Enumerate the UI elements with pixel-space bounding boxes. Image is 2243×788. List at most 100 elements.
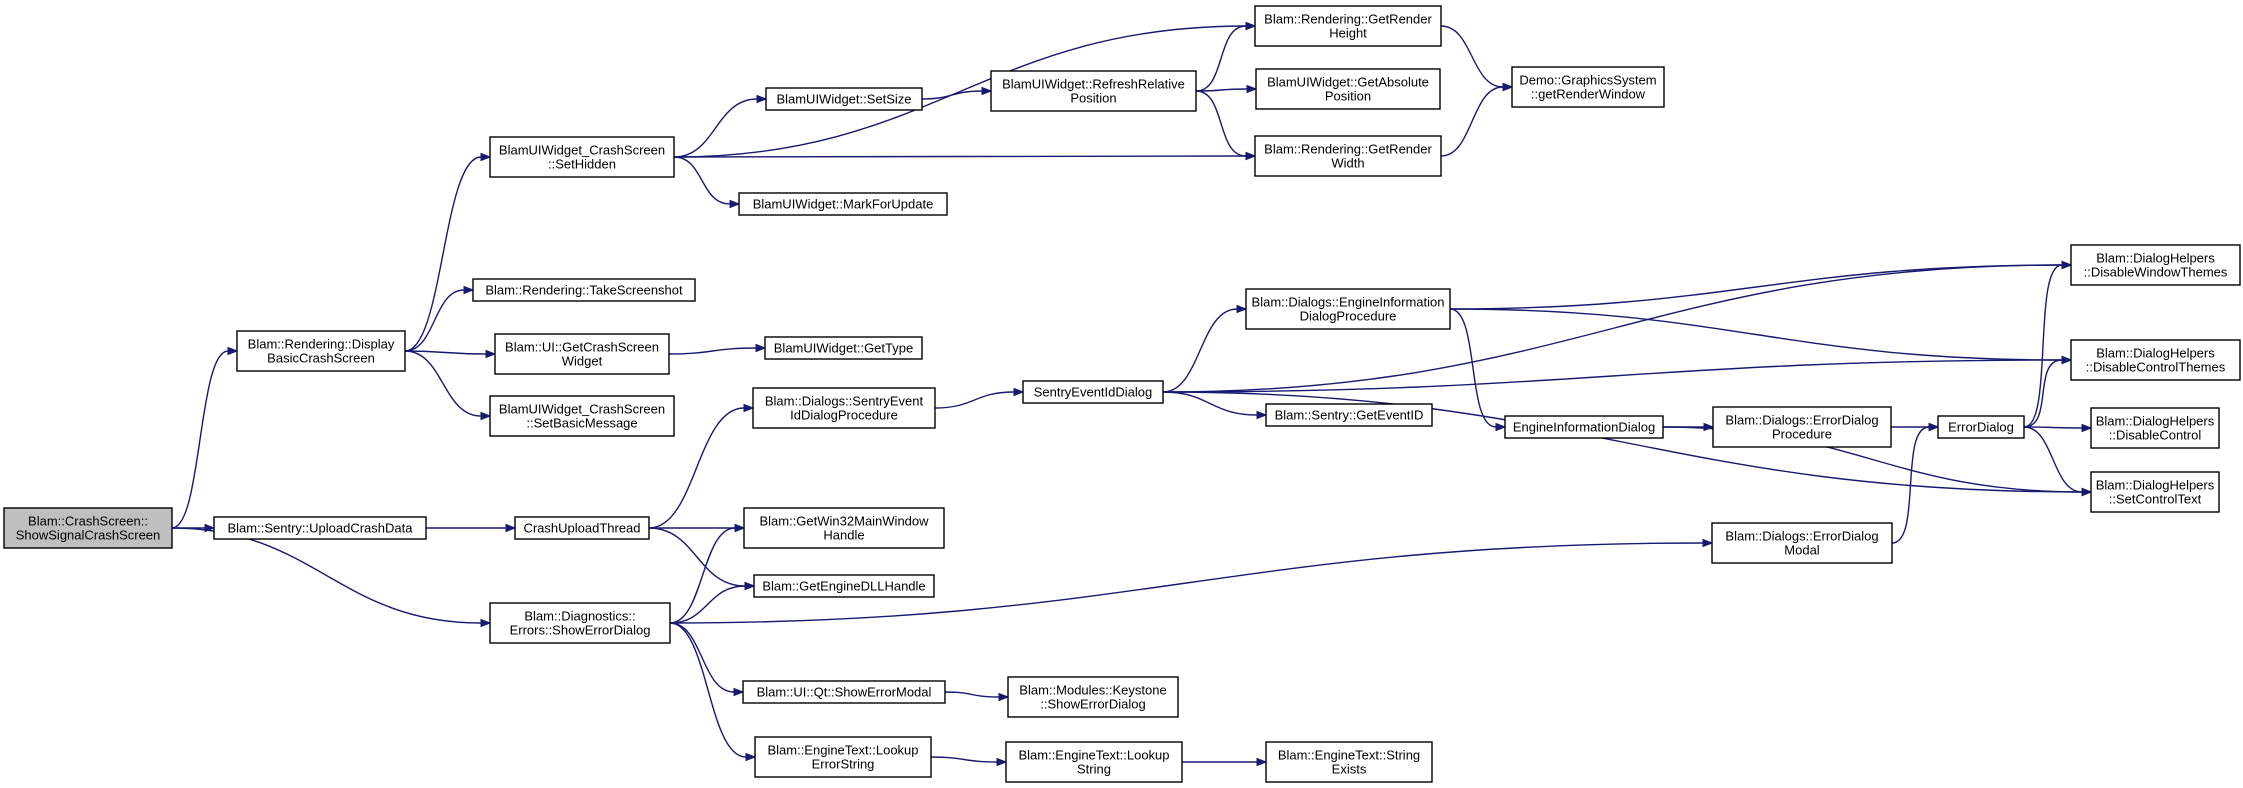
node-label-line: ::SetHidden — [548, 157, 616, 172]
node-sentry-get-event-id[interactable]: Blam::Sentry::GetEventID — [1265, 403, 1433, 427]
node-crash-screen-set-basic-message[interactable]: BlamUIWidget_CrashScreen::SetBasicMessag… — [489, 395, 675, 437]
edge-widget-refresh-relative-position-to-rendering-get-render-width — [1195, 90, 1257, 161]
node-label-line: Blam::DialogHelpers — [2096, 414, 2215, 429]
node-box — [1022, 380, 1164, 404]
node-widget-mark-for-update[interactable]: BlamUIWidget::MarkForUpdate — [738, 192, 948, 216]
node-label-line: ShowSignalCrashScreen — [16, 528, 161, 543]
node-widget-set-size[interactable]: BlamUIWidget::SetSize — [765, 87, 923, 111]
node-label-line: ErrorDialog — [1948, 420, 2014, 435]
node-label-line: ::SetControlText — [2109, 492, 2202, 507]
node-crash-screen-show-signal[interactable]: Blam::CrashScreen::ShowSignalCrashScreen — [3, 507, 173, 549]
edge-sentry-event-id-dialog-to-sentry-get-event-id — [1162, 391, 1268, 420]
edge-crash-upload-thread-to-get-engine-dll-handle — [648, 527, 756, 591]
node-label-line: Blam::Rendering::GetRender — [1264, 12, 1432, 27]
edge-widget-refresh-relative-position-to-rendering-get-render-height — [1195, 21, 1257, 92]
node-set-control-text[interactable]: Blam::DialogHelpers::SetControlText — [2090, 471, 2220, 513]
node-box — [2070, 339, 2241, 381]
node-engine-information-dialog[interactable]: EngineInformationDialog — [1504, 415, 1664, 439]
node-box — [1007, 676, 1179, 718]
node-label-line: Blam::DialogHelpers — [2096, 478, 2215, 493]
node-label-line: Modal — [1784, 543, 1820, 558]
node-box — [990, 70, 1197, 112]
node-get-engine-dll-handle[interactable]: Blam::GetEngineDLLHandle — [753, 574, 935, 598]
node-show-error-dialog[interactable]: Blam::Diagnostics::Errors::ShowErrorDial… — [489, 602, 671, 644]
node-take-screenshot[interactable]: Blam::Rendering::TakeScreenshot — [472, 278, 696, 302]
node-qt-show-error-modal[interactable]: Blam::UI::Qt::ShowErrorModal — [742, 680, 946, 704]
node-label-line: Blam::EngineText::Lookup — [767, 743, 918, 758]
node-box — [489, 602, 671, 644]
node-label-line: Handle — [823, 528, 864, 543]
node-box — [213, 516, 427, 540]
node-label-line: BlamUIWidget_CrashScreen — [499, 143, 665, 158]
node-crash-screen-set-hidden[interactable]: BlamUIWidget_CrashScreen::SetHidden — [489, 136, 675, 178]
edge-crash-screen-set-hidden-to-widget-set-size — [673, 94, 768, 158]
node-label-line: Blam::GetWin32MainWindow — [759, 514, 929, 529]
node-label-line: CrashUploadThread — [523, 521, 640, 536]
node-label-line: SentryEventIdDialog — [1034, 385, 1153, 400]
node-label-line: Blam::Dialogs::EngineInformation — [1252, 295, 1445, 310]
edge-error-dialog-to-disable-control — [2023, 423, 2093, 433]
edge-sentry-event-id-dialog-procedure-to-sentry-event-id-dialog — [934, 387, 1025, 409]
edge-crash-screen-show-signal-to-display-basic-crash-screen — [171, 346, 239, 529]
edge-engine-information-dialog-procedure-to-engine-information-dialog — [1449, 308, 1507, 432]
edge-show-error-dialog-to-error-dialog-modal — [669, 538, 1714, 624]
node-label-line: Blam::GetEngineDLLHandle — [762, 579, 925, 594]
node-label-line: Blam::Dialogs::ErrorDialog — [1725, 529, 1878, 544]
edge-show-error-dialog-to-engine-text-lookup-error-string — [669, 622, 757, 762]
node-label-line: Blam::Rendering::Display — [248, 337, 395, 352]
node-label-line: Errors::ShowErrorDialog — [510, 623, 651, 638]
edge-qt-show-error-modal-to-keystone-show-error-dialog — [944, 691, 1010, 702]
node-label-line: Blam::Rendering::GetRender — [1264, 142, 1432, 157]
node-label-line: Position — [1325, 89, 1371, 104]
node-label-line: Blam::EngineText::String — [1278, 748, 1420, 763]
node-box — [738, 192, 948, 216]
node-label-line: BlamUIWidget::GetType — [774, 341, 913, 356]
node-label-line: EngineInformationDialog — [1513, 420, 1655, 435]
nodes-layer: Blam::CrashScreen::ShowSignalCrashScreen… — [3, 5, 2241, 783]
node-keystone-show-error-dialog[interactable]: Blam::Modules::Keystone::ShowErrorDialog — [1007, 676, 1179, 718]
node-box — [1255, 68, 1441, 110]
node-error-dialog[interactable]: ErrorDialog — [1937, 415, 2025, 439]
edge-display-basic-crash-screen-to-take-screenshot — [404, 285, 475, 352]
node-crash-upload-thread[interactable]: CrashUploadThread — [514, 516, 650, 540]
node-widget-get-type[interactable]: BlamUIWidget::GetType — [764, 336, 923, 360]
edge-error-dialog-to-set-control-text — [2023, 426, 2093, 497]
node-sentry-event-id-dialog-procedure[interactable]: Blam::Dialogs::SentryEventIdDialogProced… — [752, 387, 936, 429]
node-box — [753, 574, 935, 598]
edge-display-basic-crash-screen-to-crash-screen-set-basic-message — [404, 350, 492, 421]
edge-display-basic-crash-screen-to-crash-screen-set-hidden — [404, 152, 492, 352]
node-disable-window-themes[interactable]: Blam::DialogHelpers::DisableWindowThemes — [2070, 244, 2241, 286]
edge-engine-information-dialog-procedure-to-disable-window-themes — [1449, 260, 2073, 310]
edge-error-dialog-to-disable-control-themes — [2023, 355, 2073, 428]
node-disable-control[interactable]: Blam::DialogHelpers::DisableControl — [2090, 407, 2220, 449]
edge-engine-information-dialog-procedure-to-disable-control-themes — [1449, 308, 2073, 365]
node-box — [2090, 471, 2220, 513]
edge-error-dialog-to-disable-window-themes — [2023, 260, 2073, 428]
node-box — [1265, 741, 1433, 783]
node-label-line: DialogProcedure — [1300, 309, 1397, 324]
node-label-line: BasicCrashScreen — [267, 351, 375, 366]
node-label-line: ::DisableControlThemes — [2086, 360, 2226, 375]
node-graphics-system-get-render-window[interactable]: Demo::GraphicsSystem::getRenderWindow — [1511, 66, 1665, 108]
node-sentry-upload-crash-data[interactable]: Blam::Sentry::UploadCrashData — [213, 516, 427, 540]
node-engine-information-dialog-procedure[interactable]: Blam::Dialogs::EngineInformationDialogPr… — [1245, 288, 1451, 330]
node-box — [1005, 741, 1183, 783]
edge-get-crash-screen-widget-to-widget-get-type — [668, 343, 767, 355]
node-disable-control-themes[interactable]: Blam::DialogHelpers::DisableControlTheme… — [2070, 339, 2241, 381]
edge-rendering-get-render-height-to-graphics-system-get-render-window — [1440, 25, 1514, 92]
node-sentry-event-id-dialog[interactable]: SentryEventIdDialog — [1022, 380, 1164, 404]
node-box — [1245, 288, 1451, 330]
